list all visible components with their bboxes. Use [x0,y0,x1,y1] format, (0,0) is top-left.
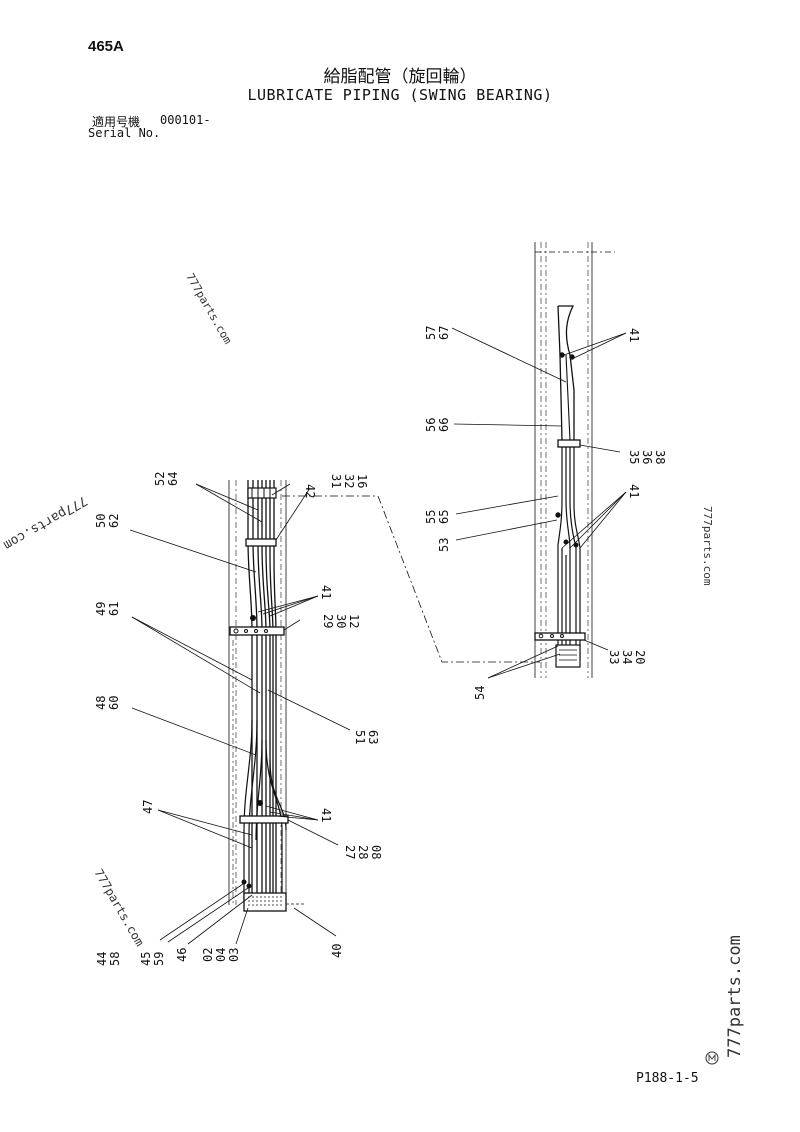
callout-label: 54 [473,686,487,700]
callout-label: 47 [141,800,155,814]
right-piping-assembly [451,242,627,679]
callout-label: 12 [347,614,361,628]
callout-label: 66 [437,418,451,432]
callout-label: 52 [153,472,167,486]
watermark: 777parts.com [701,506,714,586]
watermark: 777parts.com [183,271,234,347]
callout-label: 04 [214,948,228,962]
callout-label: 38 [653,450,667,464]
callout-label: 49 [94,602,108,616]
callout-label: 41 [319,585,333,599]
page-title-japanese: 給脂配管（旋回輪） [323,67,477,87]
callout-label: 20 [633,650,647,664]
callout-label: 08 [369,845,383,859]
callout-label: 03 [227,948,241,962]
callout-label: 41 [627,328,641,342]
callout-label: 60 [107,696,121,710]
callout-label: 40 [330,944,344,958]
callout-label: 30 [334,614,348,628]
callout-label: 56 [424,418,438,432]
callout-label: 32 [342,474,356,488]
watermark: 777parts.com [1,493,90,553]
callout-label: 67 [437,326,451,340]
callout-label: 58 [108,952,122,966]
watermark: 777parts.com [725,935,745,1058]
callout-label: 48 [94,696,108,710]
callout-label: 35 [627,450,641,464]
callout-label: 51 [353,730,367,744]
callout-label: 29 [321,614,335,628]
callout-label: 16 [355,474,369,488]
callout-label: 42 [303,484,317,498]
left-piping-assembly [129,480,351,945]
callout-label: 46 [175,948,189,962]
callout-label: 53 [437,538,451,552]
model-label: 465A [88,38,124,55]
page-title-english: LUBRICATE PIPING (SWING BEARING) [247,86,553,104]
callout-label: 41 [319,808,333,822]
callout-label: 55 [424,510,438,524]
callout-label: 50 [94,514,108,528]
callout-label: 61 [107,602,121,616]
serial-number-value: 000101- [160,113,211,127]
copyright-mark-icon [705,1051,719,1065]
watermark: 777parts.com [91,867,146,949]
callout-label: 33 [607,650,621,664]
callout-label: 63 [366,730,380,744]
serial-label-japanese: 適用号機 [92,115,141,129]
callout-label: 62 [107,514,121,528]
callout-label: 28 [356,845,370,859]
page-number: P188-1-5 [636,1071,699,1086]
callout-label: 31 [329,474,343,488]
callout-label: 57 [424,326,438,340]
callout-label: 02 [201,948,215,962]
serial-label-english: Serial No. [88,126,161,140]
callout-label: 65 [437,510,451,524]
connection-line [282,495,540,663]
callout-label: 45 [139,952,153,966]
callout-label: 41 [627,484,641,498]
callout-label: 59 [152,952,166,966]
callout-label: 27 [343,845,357,859]
callout-label: 34 [620,650,634,664]
callout-label: 64 [166,472,180,486]
callout-label: 36 [640,450,654,464]
callout-label: 44 [95,952,109,966]
